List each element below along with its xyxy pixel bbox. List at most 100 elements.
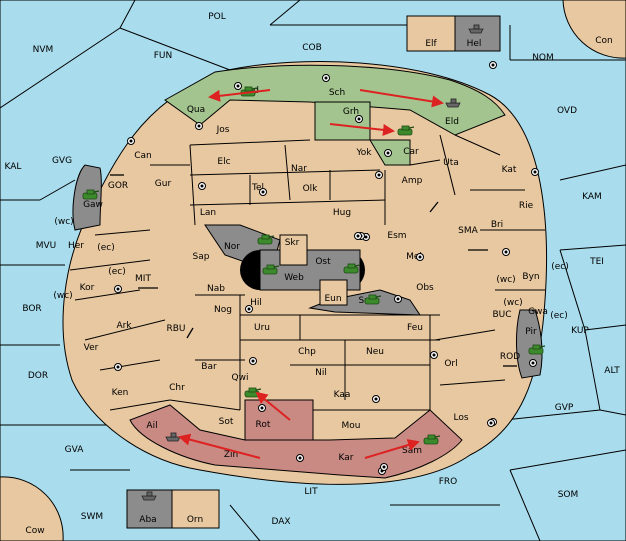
supply-centre-dot xyxy=(364,235,368,239)
province-label: Can xyxy=(134,151,152,161)
coast-label: (wc) xyxy=(54,217,73,227)
supply-centre-dot xyxy=(432,353,436,357)
province-label: Uta xyxy=(443,158,459,168)
province-label: Hil xyxy=(250,298,262,308)
supply-centre-dot xyxy=(324,76,328,80)
province-label: Rie xyxy=(519,201,534,211)
supply-centre-dot xyxy=(377,173,381,177)
province-label: Jos xyxy=(216,125,230,135)
supply-centre-dot xyxy=(251,359,255,363)
province-label: Byn xyxy=(522,272,539,282)
province-label: Elc xyxy=(217,157,230,167)
province-label: Chr xyxy=(169,383,185,393)
province-rot[interactable] xyxy=(244,399,314,441)
sea-label: DAX xyxy=(271,517,290,527)
coast-label: (wc) xyxy=(496,275,515,285)
sea-label: KUP xyxy=(571,326,589,336)
province-label: Uru xyxy=(254,323,270,333)
coast-label: (ec) xyxy=(551,262,569,272)
sea-label: GVP xyxy=(555,403,574,413)
sea-label: TEI xyxy=(589,257,604,267)
sea-label: MVU xyxy=(36,241,57,251)
province-label: Ail xyxy=(146,421,157,431)
province-label: Gur xyxy=(155,179,172,189)
sea-label: ROD xyxy=(500,352,520,362)
sea-label: KAM xyxy=(582,192,602,202)
move-orders xyxy=(178,89,444,459)
supply-centre-dot xyxy=(374,397,378,401)
province-label: Neu xyxy=(366,347,384,357)
supply-centre-dot xyxy=(116,365,120,369)
province-label: Kaa xyxy=(334,390,351,400)
province-label: Chp xyxy=(298,347,316,357)
province-label: Los xyxy=(453,413,468,423)
sea-label: FRO xyxy=(439,477,458,487)
province-label: Nil xyxy=(315,368,327,378)
green-power-territory[interactable] xyxy=(164,64,506,136)
province-label: Hel xyxy=(467,39,482,49)
province-label: Zin xyxy=(224,450,238,460)
coast-label: (wc) xyxy=(503,298,522,308)
province-label: Eld xyxy=(445,117,459,127)
province-pir[interactable] xyxy=(515,309,543,379)
sea-label: FUN xyxy=(154,51,173,61)
province-label: Tel xyxy=(251,183,264,193)
sea-label: COB xyxy=(302,43,322,53)
supply-centre-dot xyxy=(396,297,400,301)
province-label: Mou xyxy=(342,421,361,431)
province-label: Sot xyxy=(219,417,234,427)
province-label: Kor xyxy=(80,283,95,293)
sea-label: BOR xyxy=(22,304,41,314)
province-label: Con xyxy=(595,36,613,46)
province-label: Ver xyxy=(84,343,99,353)
province-label: Bri xyxy=(491,220,503,230)
supply-centre-dot xyxy=(298,456,302,460)
sea-label: POL xyxy=(208,12,226,22)
province-label: Pir xyxy=(525,327,537,337)
supply-centre-dot xyxy=(261,190,265,194)
sea-label: RBU xyxy=(166,324,185,334)
supply-centre-dot xyxy=(504,250,508,254)
province-skr[interactable] xyxy=(279,234,308,266)
province-label: Ark xyxy=(116,321,132,331)
province-label: Nog xyxy=(214,305,232,315)
province-cow[interactable] xyxy=(0,476,64,541)
province-eun[interactable] xyxy=(319,279,348,306)
sea-label: GOR xyxy=(108,181,128,191)
supply-centre-dot xyxy=(491,63,495,67)
supply-centre-dot xyxy=(116,287,120,291)
supply-centre-dot xyxy=(260,406,264,410)
top-box xyxy=(406,15,501,52)
sea-label: GVG xyxy=(52,156,72,166)
province-label: Kar xyxy=(339,453,354,463)
province-label: Ken xyxy=(112,388,129,398)
supply-centre-dot xyxy=(236,84,240,88)
province-label: Nar xyxy=(291,164,307,174)
province-label: Orn xyxy=(187,515,203,525)
province-label: Nor xyxy=(224,242,240,252)
supply-centre-dot xyxy=(247,307,251,311)
province-label: Qwi xyxy=(232,373,249,383)
supply-centres xyxy=(114,61,539,475)
province-con[interactable] xyxy=(562,0,626,59)
sea-label: NOM xyxy=(532,53,554,63)
province-label: Gwa xyxy=(528,307,548,317)
sea-label: NVM xyxy=(33,45,54,55)
province-label: Yok xyxy=(355,148,372,158)
sea-label: OVD xyxy=(557,106,577,116)
supply-centre-dot xyxy=(129,139,133,143)
province-label: Feu xyxy=(407,323,423,333)
province-label: Lan xyxy=(200,208,216,218)
supply-centre-dot xyxy=(418,255,422,259)
province-label: Cow xyxy=(25,526,44,536)
coast-label: (ec) xyxy=(97,243,115,253)
supply-centre-dot xyxy=(533,170,537,174)
province-label: Nab xyxy=(207,284,225,294)
sea-label: MIT xyxy=(135,274,151,284)
province-label: Eun xyxy=(324,294,341,304)
red-power-territory[interactable] xyxy=(129,404,463,479)
province-label: Esm xyxy=(387,231,406,241)
province-label: Sch xyxy=(329,88,345,98)
